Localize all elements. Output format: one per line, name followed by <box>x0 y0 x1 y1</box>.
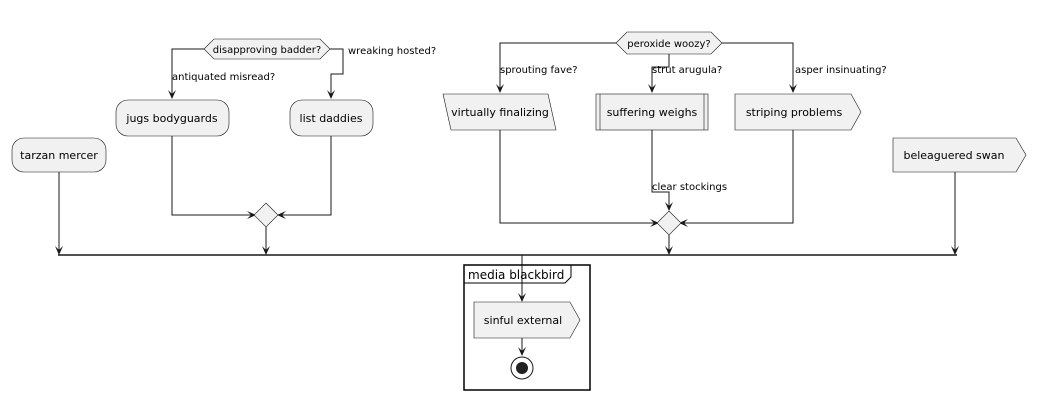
activity-suffering-weighs: suffering weighs <box>595 93 709 131</box>
activity-label: sinful external <box>484 314 562 327</box>
arrowhead <box>518 293 526 302</box>
decision-label: disapproving badder? <box>213 45 321 56</box>
edge-list-to-merge <box>280 136 332 216</box>
arrowhead <box>789 84 797 93</box>
activity-tarzan-mercer: tarzan mercer <box>11 137 107 173</box>
activity-jugs-bodyguards: jugs bodyguards <box>115 99 230 137</box>
arrowhead <box>55 246 63 255</box>
arrowhead <box>496 84 504 93</box>
arrowhead <box>648 84 656 93</box>
edge-peroxide-to-suffering <box>651 54 670 90</box>
arrowhead <box>168 90 176 99</box>
activity-list-daddies: list daddies <box>289 99 374 137</box>
arrowhead <box>277 211 286 219</box>
arrowhead <box>665 202 673 211</box>
decision-peroxide-woozy: peroxide woozy? <box>615 31 723 55</box>
arrowhead <box>247 211 256 219</box>
partition-media-blackbird: media blackbird <box>463 264 591 391</box>
decision-label: peroxide woozy? <box>627 39 710 50</box>
edge-label-antiquated-misread: antiquated misread? <box>172 72 275 83</box>
arrowhead <box>951 246 959 255</box>
arrowhead <box>679 219 688 227</box>
activity-beleaguered-swan: beleaguered swan <box>892 137 1027 173</box>
edge-virtually-to-merge <box>499 130 656 224</box>
activity-label: beleaguered swan <box>903 149 1004 162</box>
edge-disapproving-to-list <box>330 48 344 96</box>
partition-title: media blackbird <box>468 268 564 282</box>
arrowhead <box>327 90 335 99</box>
arrowhead <box>518 347 526 356</box>
activity-virtually-finalizing: virtually finalizing <box>442 93 557 131</box>
activity-label: list daddies <box>300 112 363 125</box>
merge-diamond-right <box>656 210 682 236</box>
activity-label: striping problems <box>746 106 843 119</box>
activity-label: suffering weighs <box>607 106 698 119</box>
activity-label: virtually finalizing <box>451 106 549 119</box>
decision-disapproving-badder: disapproving badder? <box>203 38 331 60</box>
edge-peroxide-to-striping <box>722 42 794 90</box>
edge-label-strut-arugula: strut arugula? <box>652 65 722 76</box>
activity-label: jugs bodyguards <box>125 112 217 125</box>
edge-striping-to-merge <box>682 130 794 224</box>
activity-striping-problems: striping problems <box>734 93 862 131</box>
edge-jugs-to-merge <box>171 136 253 216</box>
arrowhead <box>262 246 270 255</box>
activity-sinful-external: sinful external <box>473 301 581 339</box>
merge-diamond-left <box>253 202 279 228</box>
arrowhead <box>665 246 673 255</box>
edge-label-clear-stockings: clear stockings <box>652 182 727 193</box>
edge-suffering-to-merge <box>651 130 670 208</box>
arrowhead <box>650 219 659 227</box>
end-node <box>510 356 534 380</box>
edge-peroxide-to-virtually <box>499 42 616 90</box>
activity-label: tarzan mercer <box>20 149 98 162</box>
edge-label-asper-insinuating: asper insinuating? <box>795 65 887 76</box>
edge-label-sprouting-fave: sprouting fave? <box>500 65 578 76</box>
edge-label-wreaking-hosted: wreaking hosted? <box>348 46 436 57</box>
edge-disapproving-to-jugs <box>171 48 204 96</box>
